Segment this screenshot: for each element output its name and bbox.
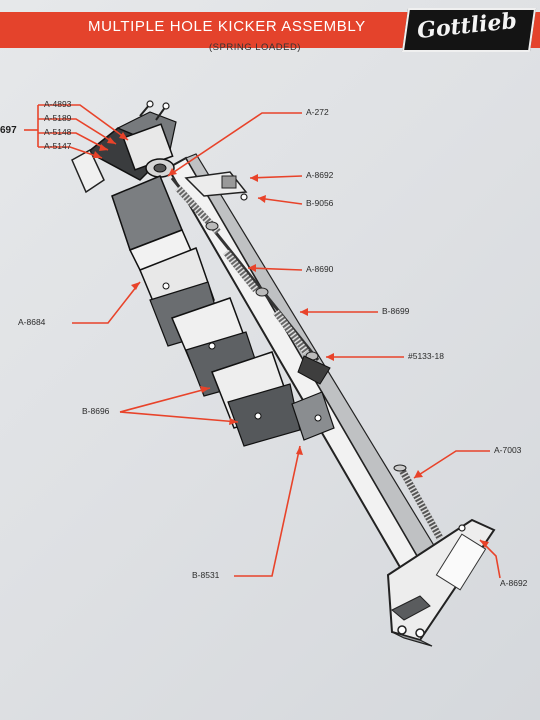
label-a8690: A-8690 bbox=[306, 264, 334, 274]
plunger-rod bbox=[170, 177, 331, 385]
label-a5147: A-5147 bbox=[44, 141, 72, 151]
side-part-number: 697 bbox=[0, 125, 17, 136]
leader-arrowheads bbox=[93, 132, 489, 548]
page-title: MULTIPLE HOLE KICKER ASSEMBLY bbox=[88, 18, 366, 35]
label-b8696: B-8696 bbox=[82, 406, 110, 416]
label-5133-18: #5133-18 bbox=[408, 351, 444, 361]
label-b8699: B-8699 bbox=[382, 306, 410, 316]
leader-lines bbox=[24, 104, 501, 579]
label-a5148: A-5148 bbox=[44, 127, 72, 137]
label-b9056: B-9056 bbox=[306, 198, 334, 208]
label-a7003: A-7003 bbox=[494, 445, 522, 455]
label-a5189: A-5189 bbox=[44, 113, 72, 123]
upper-bracket bbox=[184, 171, 248, 201]
page-subtitle: (SPRING LOADED) bbox=[209, 42, 301, 53]
label-b8531: B-8531 bbox=[192, 570, 220, 580]
label-a8684: A-8684 bbox=[18, 317, 46, 327]
spring-a7003 bbox=[393, 464, 444, 540]
kicker-fingers bbox=[111, 175, 335, 447]
bottom-bracket bbox=[386, 518, 496, 647]
label-a272: A-272 bbox=[306, 107, 329, 117]
label-a8692-top: A-8692 bbox=[306, 170, 334, 180]
label-a4893: A-4893 bbox=[44, 99, 72, 109]
label-a8692-bottom: A-8692 bbox=[500, 578, 528, 588]
